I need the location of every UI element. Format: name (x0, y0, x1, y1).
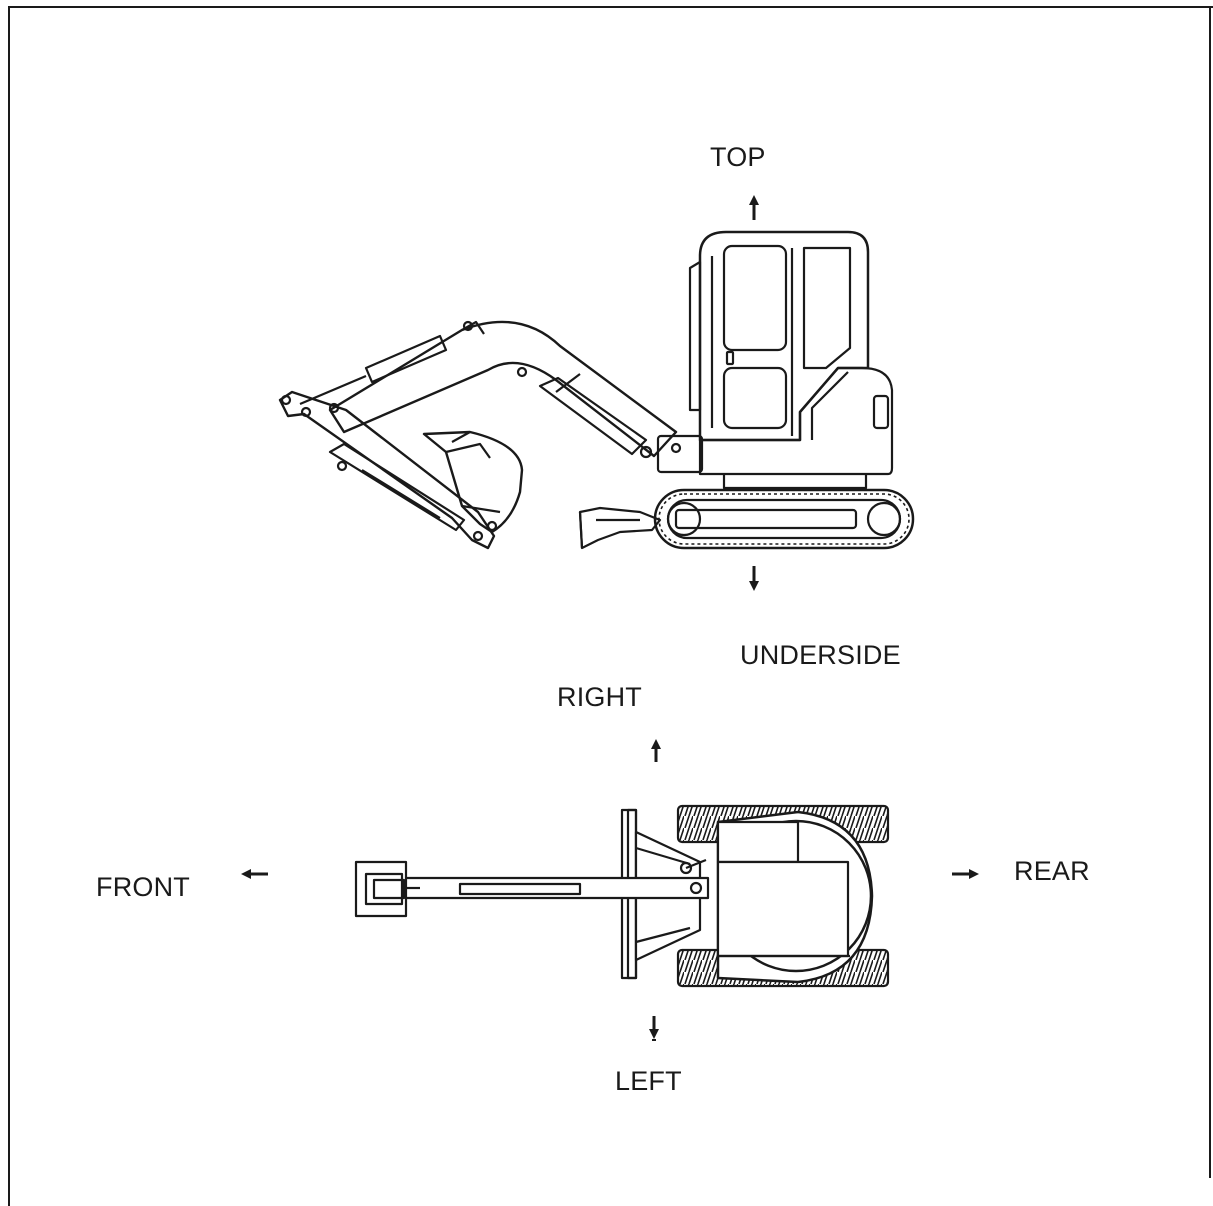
label-top: TOP (710, 142, 766, 172)
diagram-frame-right-edge (1209, 6, 1211, 1178)
label-right: RIGHT (557, 682, 642, 712)
upper-house (698, 366, 894, 476)
excavator-side-view (278, 230, 915, 550)
track-outer (653, 488, 915, 550)
label-underside: UNDERSIDE (740, 640, 901, 670)
diagram-frame (8, 6, 1213, 1206)
direction-arrows (241, 195, 979, 1041)
bucket-top (354, 860, 408, 918)
bucket-cylinder (328, 442, 466, 532)
label-left: LEFT (615, 1066, 682, 1096)
cab-window-side (802, 246, 852, 370)
cab (698, 230, 870, 442)
boom-cylinder (538, 376, 648, 456)
bucket (422, 430, 524, 534)
excavator-diagram (241, 195, 979, 1041)
track-tread (658, 493, 910, 545)
boom (328, 320, 678, 458)
label-front: FRONT (96, 872, 190, 902)
excavator-top-view (354, 804, 890, 988)
cab-window-front (722, 244, 788, 352)
label-rear: REAR (1014, 856, 1090, 886)
dozer-blade (578, 506, 662, 550)
arm (278, 390, 496, 550)
arm-cylinder (364, 334, 448, 384)
cab-window-door (722, 366, 788, 430)
